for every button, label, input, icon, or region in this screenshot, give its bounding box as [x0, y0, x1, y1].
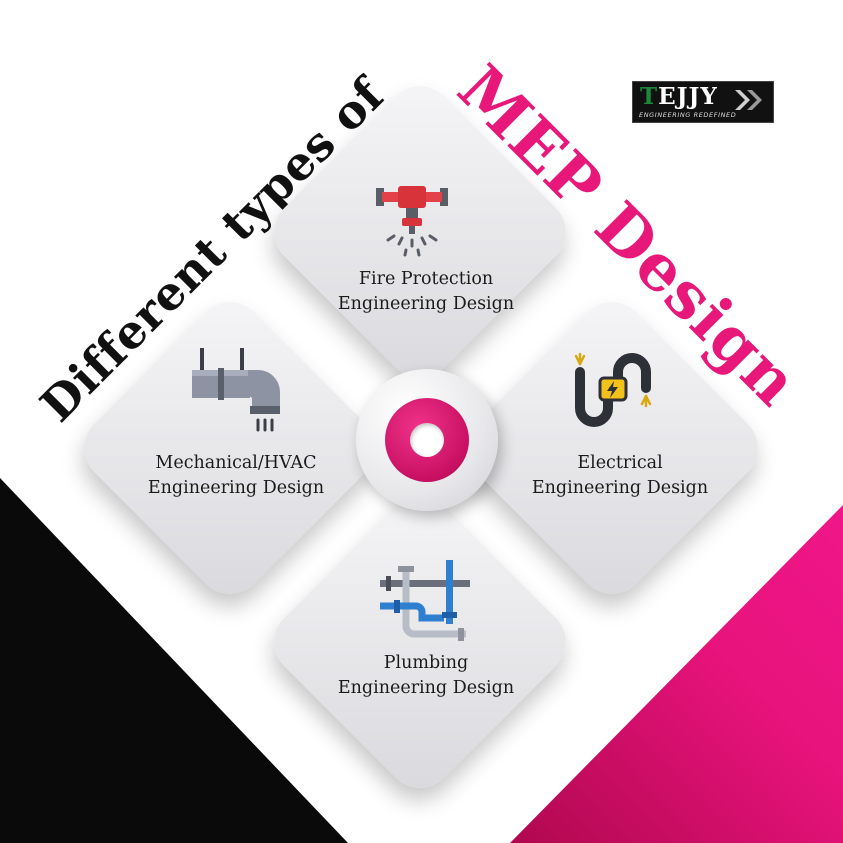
- logo-name: TEJJY: [640, 83, 718, 110]
- mechanical-hvac-line2: Engineering Design: [147, 478, 325, 498]
- fire-sprinkler-icon: [376, 186, 448, 257]
- plumbing-pipes-icon: [380, 560, 470, 641]
- plumbing-label: Plumbing Engineering Design: [338, 651, 514, 701]
- tejjy-logo: TEJJY ENGINEERING REDEFINED: [632, 81, 774, 123]
- fire-protection-line2: Engineering Design: [337, 294, 515, 314]
- electrical-line1: Electrical: [577, 453, 663, 473]
- electrical-label: Electrical Engineering Design: [532, 451, 708, 501]
- center-ring: [356, 369, 498, 511]
- center-hole: [410, 423, 444, 457]
- mechanical-hvac-line1: Mechanical/HVAC: [155, 453, 317, 473]
- electrical-cable-icon: [574, 352, 652, 427]
- mechanical-hvac-label: Mechanical/HVAC Engineering Design: [148, 451, 324, 501]
- plumbing-line1: Plumbing: [383, 653, 469, 673]
- hvac-duct-icon: [192, 348, 280, 432]
- fire-protection-label: Fire Protection Engineering Design: [338, 267, 514, 317]
- plumbing-line2: Engineering Design: [337, 678, 515, 698]
- center-pink-disc: [385, 398, 469, 482]
- logo-tagline: ENGINEERING REDEFINED: [639, 111, 737, 119]
- fire-protection-line1: Fire Protection: [358, 269, 494, 289]
- electrical-line2: Engineering Design: [531, 478, 709, 498]
- logo-arrows-icon: [735, 90, 762, 110]
